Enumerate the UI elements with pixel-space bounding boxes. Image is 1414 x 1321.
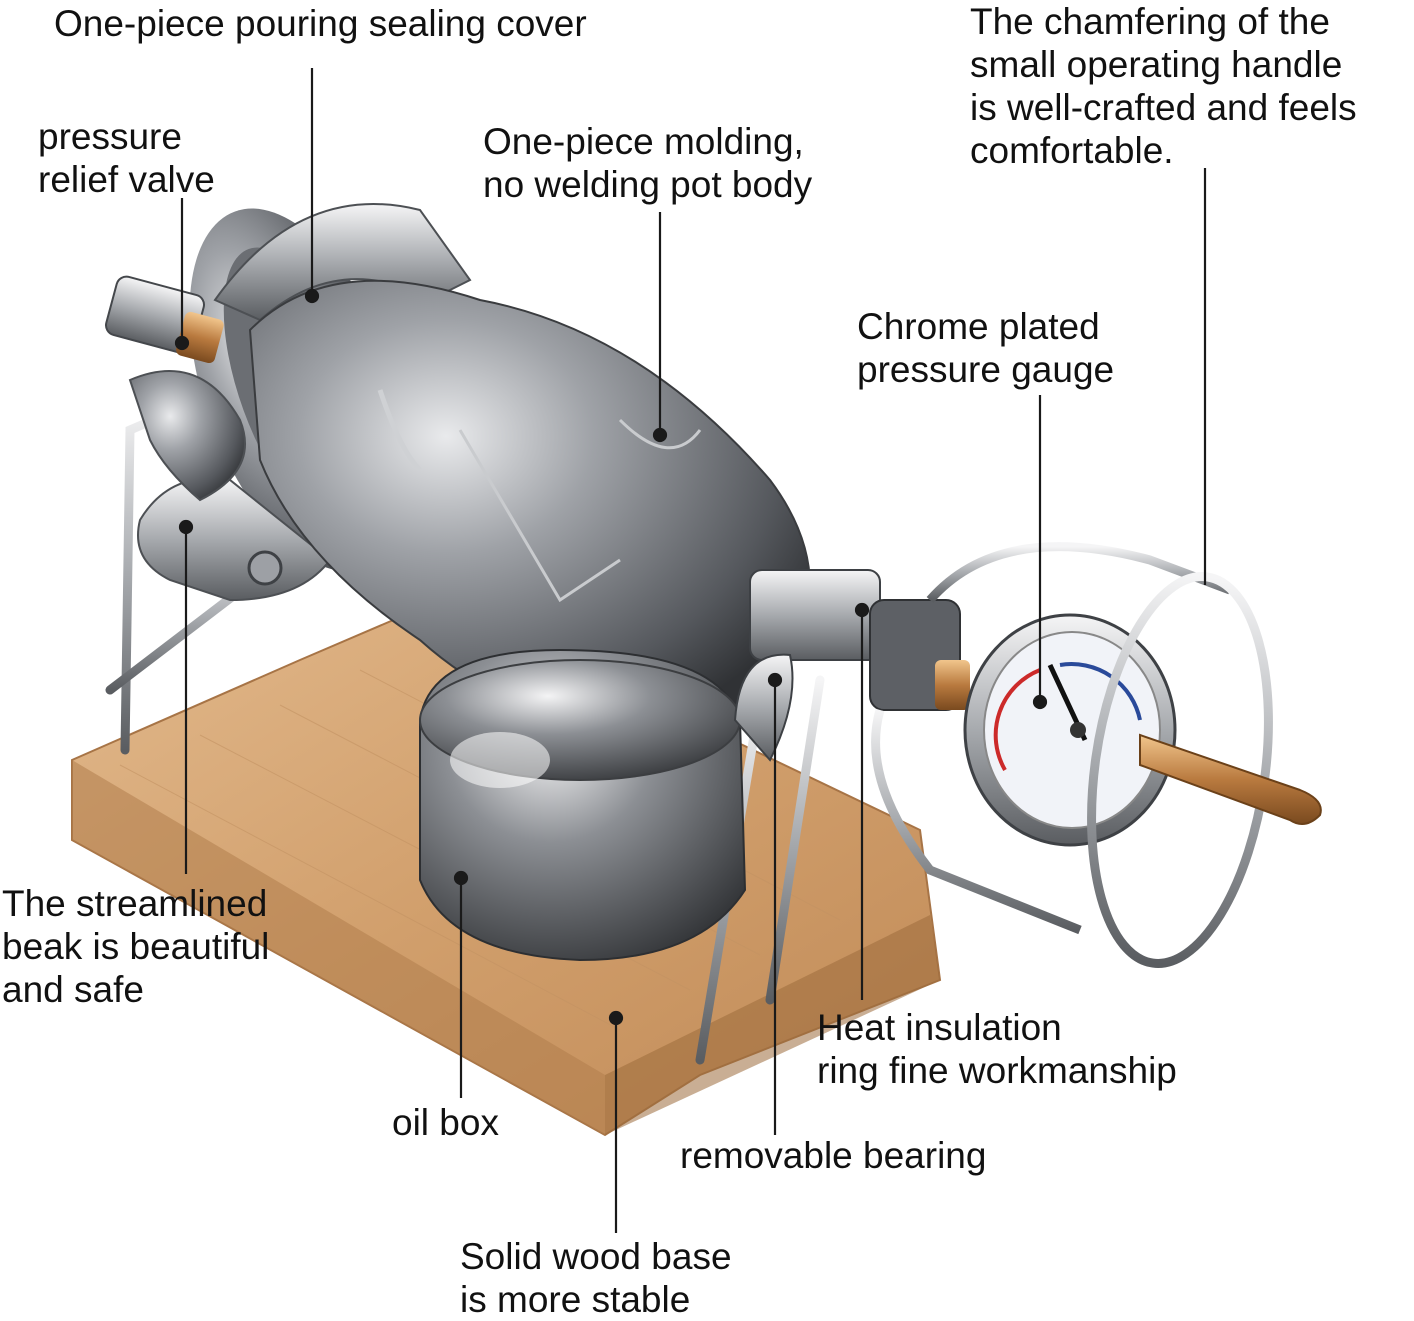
label-heat-insulation-ring: Heat insulation ring fine workmanship xyxy=(817,1006,1177,1092)
label-sealing-cover-line-1: One-piece pouring sealing cover xyxy=(54,3,587,44)
label-handle-line-1: The chamfering of the xyxy=(970,1,1330,42)
beak-shape xyxy=(128,370,332,602)
label-handle-line-3: is well-crafted and feels xyxy=(970,87,1357,128)
label-oil-box: oil box xyxy=(392,1101,499,1144)
label-handle-line-2: small operating handle xyxy=(970,44,1343,85)
label-heat-line-2: ring fine workmanship xyxy=(817,1050,1177,1091)
label-operating-handle: The chamfering of the small operating ha… xyxy=(970,0,1357,172)
relief-valve-shape xyxy=(105,275,224,364)
label-beak: The streamlined beak is beautiful and sa… xyxy=(2,882,269,1011)
label-wood-base: Solid wood base is more stable xyxy=(460,1235,732,1321)
label-valve-line-2: relief valve xyxy=(38,159,215,200)
label-valve-line-1: pressure xyxy=(38,116,182,157)
label-pot-body: One-piece molding, no welding pot body xyxy=(483,120,812,206)
operating-handle-shape xyxy=(1139,733,1322,825)
label-sealing-cover: One-piece pouring sealing cover xyxy=(54,2,587,45)
label-pressure-gauge: Chrome plated pressure gauge xyxy=(857,305,1114,391)
label-pressure-relief-valve: pressure relief valve xyxy=(38,115,215,201)
label-base-line-1: Solid wood base xyxy=(460,1236,732,1277)
label-handle-line-4: comfortable. xyxy=(970,130,1174,171)
label-oil-box-line-1: oil box xyxy=(392,1102,499,1143)
pressure-gauge-shape xyxy=(963,613,1177,847)
label-removable-bearing: removable bearing xyxy=(680,1134,986,1177)
label-beak-line-2: beak is beautiful xyxy=(2,926,270,967)
label-beak-line-1: The streamlined xyxy=(2,883,268,924)
label-gauge-line-2: pressure gauge xyxy=(857,349,1115,390)
label-bearing-line-1: removable bearing xyxy=(680,1135,987,1176)
label-gauge-line-1: Chrome plated xyxy=(857,306,1100,347)
label-heat-line-1: Heat insulation xyxy=(817,1007,1062,1048)
label-base-line-2: is more stable xyxy=(460,1279,691,1320)
oil-box-shape xyxy=(419,648,747,962)
label-beak-line-3: and safe xyxy=(2,969,144,1010)
leader-lines xyxy=(174,68,1207,1233)
label-pot-body-line-1: One-piece molding, xyxy=(483,121,804,162)
label-pot-body-line-2: no welding pot body xyxy=(483,164,813,205)
